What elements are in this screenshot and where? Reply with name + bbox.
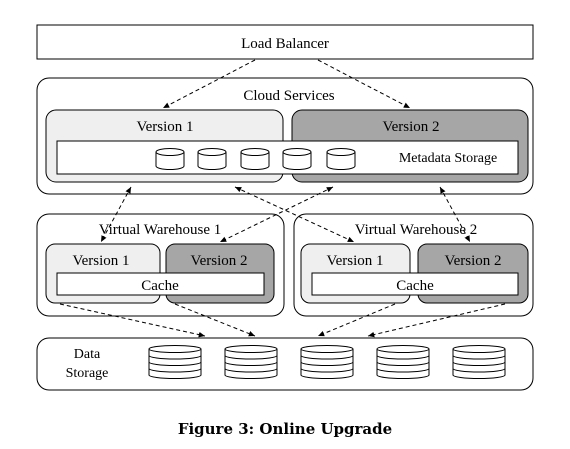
arrow-cloud-v1-to-wh1-v1 (100, 186, 132, 243)
warehouse1-cache-box (56, 272, 265, 296)
arrow-wh2-to-storage-b (367, 303, 506, 338)
cloud-version2-label: Version 2 (382, 119, 439, 135)
database-icon (282, 148, 312, 170)
connection-arrows (59, 59, 506, 338)
figure-caption: Figure 3: Online Upgrade (178, 420, 392, 438)
data-storage-cylinders (148, 345, 506, 379)
database-icon (376, 345, 430, 379)
load-balancer: Load Balancer (36, 24, 534, 60)
data-storage: Data Storage (36, 337, 534, 391)
metadata-storage-label: Metadata Storage (399, 151, 497, 166)
warehouse2-version2-label: Version 2 (444, 253, 501, 269)
database-icon (224, 345, 278, 379)
cloud-version1-label: Version 1 (136, 119, 193, 135)
cloud-services-label: Cloud Services (243, 88, 334, 104)
warehouse2-version1-label: Version 1 (326, 253, 383, 269)
data-storage-label-line2: Storage (66, 366, 109, 381)
warehouse2-cache-label: Cache (396, 278, 434, 294)
database-icon (148, 345, 202, 379)
load-balancer-box (36, 24, 534, 60)
cloud-services: Cloud Services Version 1 Version 2 Metad… (36, 77, 534, 195)
warehouse1-cache-label: Cache (141, 278, 179, 294)
warehouse1-label: Virtual Warehouse 1 (99, 222, 222, 238)
database-icon (452, 345, 506, 379)
warehouse2-cache-box (311, 272, 519, 296)
data-storage-label-line1: Data (74, 347, 101, 362)
arrow-wh1-to-storage-b (174, 303, 256, 337)
database-icon (155, 148, 185, 170)
metadata-storage-cylinders (155, 148, 356, 170)
database-icon (240, 148, 270, 170)
arrow-cloud-v2-to-wh2-v2 (439, 186, 471, 243)
warehouse1-version1-label: Version 1 (72, 253, 129, 269)
arrow-lb-to-cloud-v2 (317, 59, 411, 109)
database-icon (326, 148, 356, 170)
database-icon (300, 345, 354, 379)
database-icon (197, 148, 227, 170)
arrow-wh1-to-storage-a (59, 303, 206, 338)
warehouse2-label: Virtual Warehouse 2 (355, 222, 478, 238)
warehouse1-version2-label: Version 2 (190, 253, 247, 269)
arrow-lb-to-cloud-v1 (162, 59, 256, 109)
load-balancer-label: Load Balancer (241, 36, 329, 52)
